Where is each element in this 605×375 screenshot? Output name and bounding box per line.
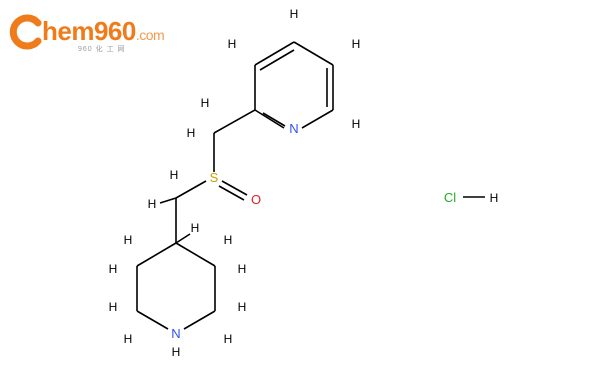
atom-cl: Cl: [444, 190, 456, 205]
bond: [221, 180, 248, 196]
h-label: H: [170, 168, 179, 182]
h-label: H: [224, 233, 233, 247]
bond: [259, 49, 295, 71]
h-label: H: [238, 262, 247, 276]
bond-h: [159, 197, 177, 204]
h-label: H: [187, 126, 196, 140]
atom-n-piperidine: N: [171, 326, 180, 341]
bond: [218, 185, 245, 201]
h-label: H: [228, 37, 237, 51]
bond: [262, 112, 286, 127]
bond: [301, 109, 334, 129]
logo-name: hem960: [42, 16, 136, 46]
atom-o: O: [251, 192, 261, 207]
bond: [183, 310, 216, 330]
h-label: H: [201, 96, 210, 110]
h-label: H: [109, 262, 118, 276]
logo-wordmark: hem960.com: [42, 16, 165, 47]
bond: [213, 109, 256, 134]
bond: [254, 41, 295, 66]
bond: [136, 310, 169, 330]
logo-suffix: .com: [135, 27, 165, 43]
logo-c-mark: [9, 14, 42, 50]
h-label: H: [238, 300, 247, 314]
bond: [293, 41, 334, 66]
atom-n-pyridine: N: [289, 121, 298, 136]
logo-subtitle: 960 化 工 网: [78, 46, 126, 53]
chem960-logo[interactable]: hem960.com 960 化 工 网: [8, 12, 168, 56]
h-label: H: [124, 332, 133, 346]
h-label: H: [191, 221, 200, 235]
hydrogen-labels: H H H H H H H H H H H H H H H H H H H: [109, 7, 499, 359]
h-label: H: [172, 345, 181, 359]
bond: [136, 242, 177, 267]
h-label: H: [352, 37, 361, 51]
bond: [254, 109, 285, 129]
h-label: H: [148, 197, 157, 211]
h-label: H: [352, 117, 361, 131]
bond-h: [175, 233, 191, 244]
atom-label-layer: N S O N Cl: [171, 121, 456, 341]
h-label-hcl: H: [490, 191, 499, 205]
h-label: H: [290, 7, 299, 21]
h-label: H: [109, 300, 118, 314]
h-label: H: [224, 332, 233, 346]
h-label: H: [124, 233, 133, 247]
bond: [175, 242, 216, 267]
atom-s: S: [210, 170, 219, 185]
bond-layer: [136, 41, 485, 330]
bond: [175, 180, 207, 199]
